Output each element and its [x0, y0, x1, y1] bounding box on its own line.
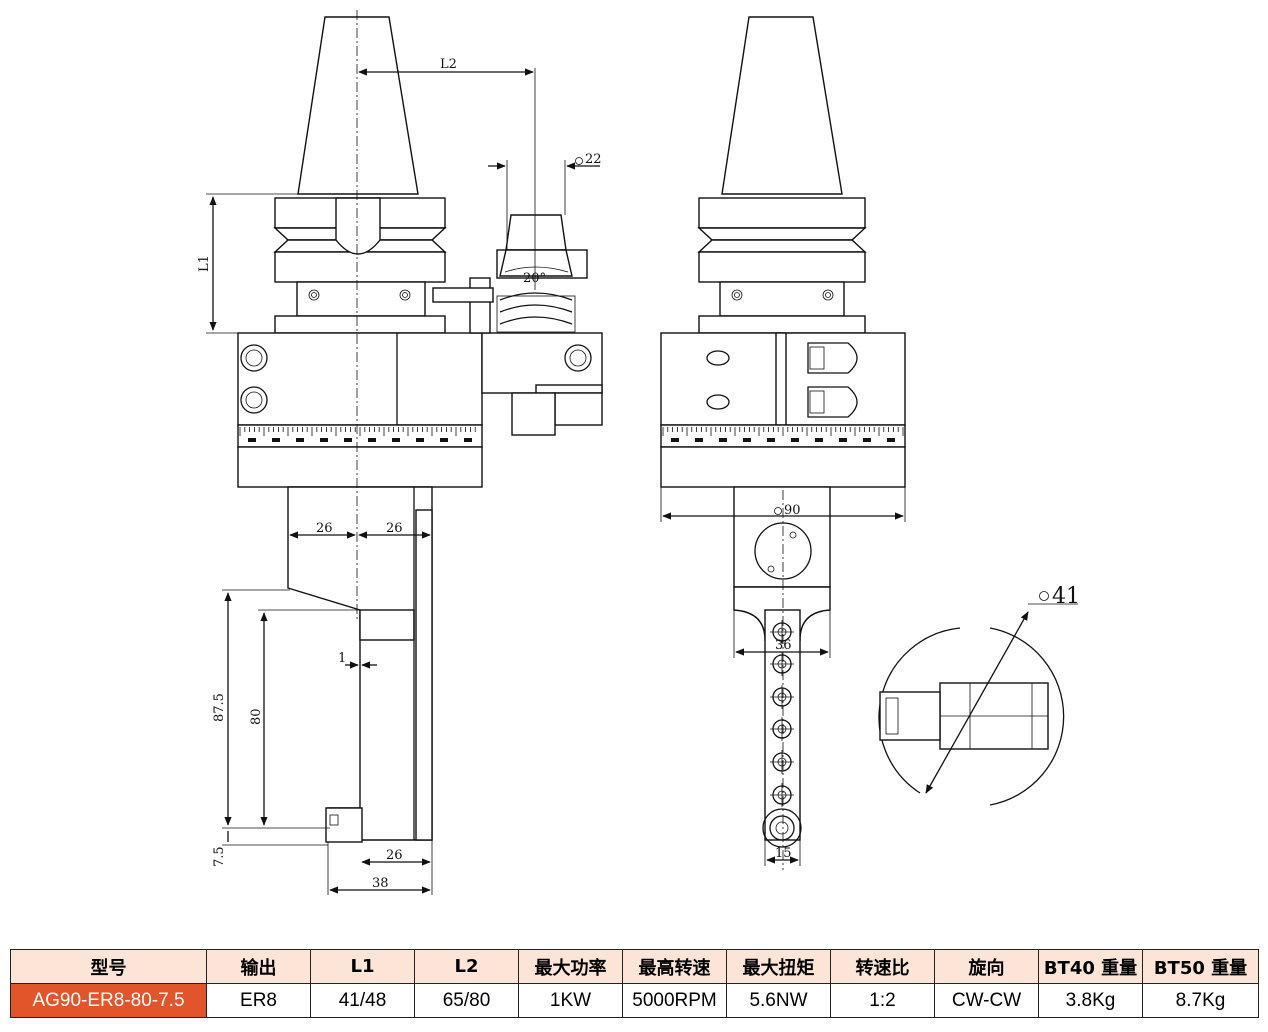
cell-speed-ratio: 1:2	[830, 983, 935, 1018]
header-model: 型号	[10, 949, 207, 984]
dim-width-26-left: 26	[316, 521, 333, 536]
scale-mark	[839, 438, 847, 442]
dim-height-7-5: 7.5	[212, 846, 227, 867]
spec-table-header-row: 型号 输出 L1 L2 最大功率 最高转速 最大扭矩 转速比 旋向 BT40 重…	[10, 949, 1259, 984]
scale-mark	[296, 438, 304, 442]
dim-width-38: 38	[372, 876, 389, 891]
cell-model: AG90-ER8-80-7.5	[10, 983, 207, 1018]
scale-mark	[767, 438, 775, 442]
front-scale-ticks	[239, 427, 476, 442]
cell-bt40-weight: 3.8Kg	[1038, 983, 1143, 1018]
dim-l1: L1	[197, 255, 212, 272]
dim-diameter-41: 41	[1052, 584, 1080, 609]
dim-offset-1: 1	[338, 651, 346, 666]
header-rotation: 旋向	[934, 949, 1039, 984]
header-max-power: 最大功率	[518, 949, 623, 984]
dim-l2: L2	[440, 57, 457, 72]
scale-mark	[464, 438, 472, 442]
spec-table: 型号 输出 L1 L2 最大功率 最高转速 最大扭矩 转速比 旋向 BT40 重…	[10, 949, 1259, 1018]
scale-mark	[440, 438, 448, 442]
dim-width-15: 15	[775, 846, 792, 861]
cell-l1: 41/48	[310, 983, 415, 1018]
scale-mark	[320, 438, 328, 442]
scale-mark	[791, 438, 799, 442]
dim-height-87-5: 87.5	[212, 693, 227, 722]
scale-mark	[272, 438, 280, 442]
scale-mark	[416, 438, 424, 442]
header-l1: L1	[310, 949, 415, 984]
header-speed-ratio: 转速比	[830, 949, 935, 984]
scale-mark	[671, 438, 679, 442]
scale-mark	[743, 438, 751, 442]
scale-mark	[863, 438, 871, 442]
header-l2: L2	[414, 949, 519, 984]
scale-mark	[695, 438, 703, 442]
table-row: AG90-ER8-80-7.5 ER8 41/48 65/80 1KW 5000…	[10, 983, 1259, 1018]
front-view: L2 L1 22 20° 26 26 1 87.5 80	[197, 10, 603, 895]
cell-l2: 65/80	[414, 983, 519, 1018]
header-bt40-weight: BT40 重量	[1038, 949, 1143, 984]
scale-mark	[887, 438, 895, 442]
cell-max-torque: 5.6NW	[726, 983, 831, 1018]
scale-mark	[392, 438, 400, 442]
dim-height-80: 80	[249, 708, 264, 725]
scale-mark	[248, 438, 256, 442]
header-max-torque: 最大扭矩	[726, 949, 831, 984]
side-scale-ticks	[662, 427, 904, 442]
dim-width-26-bottom: 26	[386, 848, 403, 863]
cell-rotation: CW-CW	[934, 983, 1039, 1018]
cell-max-power: 1KW	[518, 983, 623, 1018]
dim-diameter-22: 22	[585, 152, 602, 167]
dim-width-36: 36	[775, 638, 792, 653]
scale-mark	[815, 438, 823, 442]
technical-drawing: L2 L1 22 20° 26 26 1 87.5 80	[197, 10, 1080, 895]
dim-width-26-right: 26	[386, 521, 403, 536]
cell-output: ER8	[206, 983, 311, 1018]
side-view: 90 36 15	[660, 16, 906, 870]
header-bt50-weight: BT50 重量	[1142, 949, 1259, 984]
cell-bt50-weight: 8.7Kg	[1142, 983, 1259, 1018]
cell-max-speed: 5000RPM	[622, 983, 727, 1018]
scale-mark	[344, 438, 352, 442]
header-max-speed: 最高转速	[622, 949, 727, 984]
dim-diameter-90: 90	[784, 503, 801, 518]
detail-view: 41	[878, 584, 1080, 806]
dim-angle-20: 20°	[523, 271, 546, 286]
scale-mark	[719, 438, 727, 442]
header-output: 输出	[206, 949, 311, 984]
scale-mark	[368, 438, 376, 442]
